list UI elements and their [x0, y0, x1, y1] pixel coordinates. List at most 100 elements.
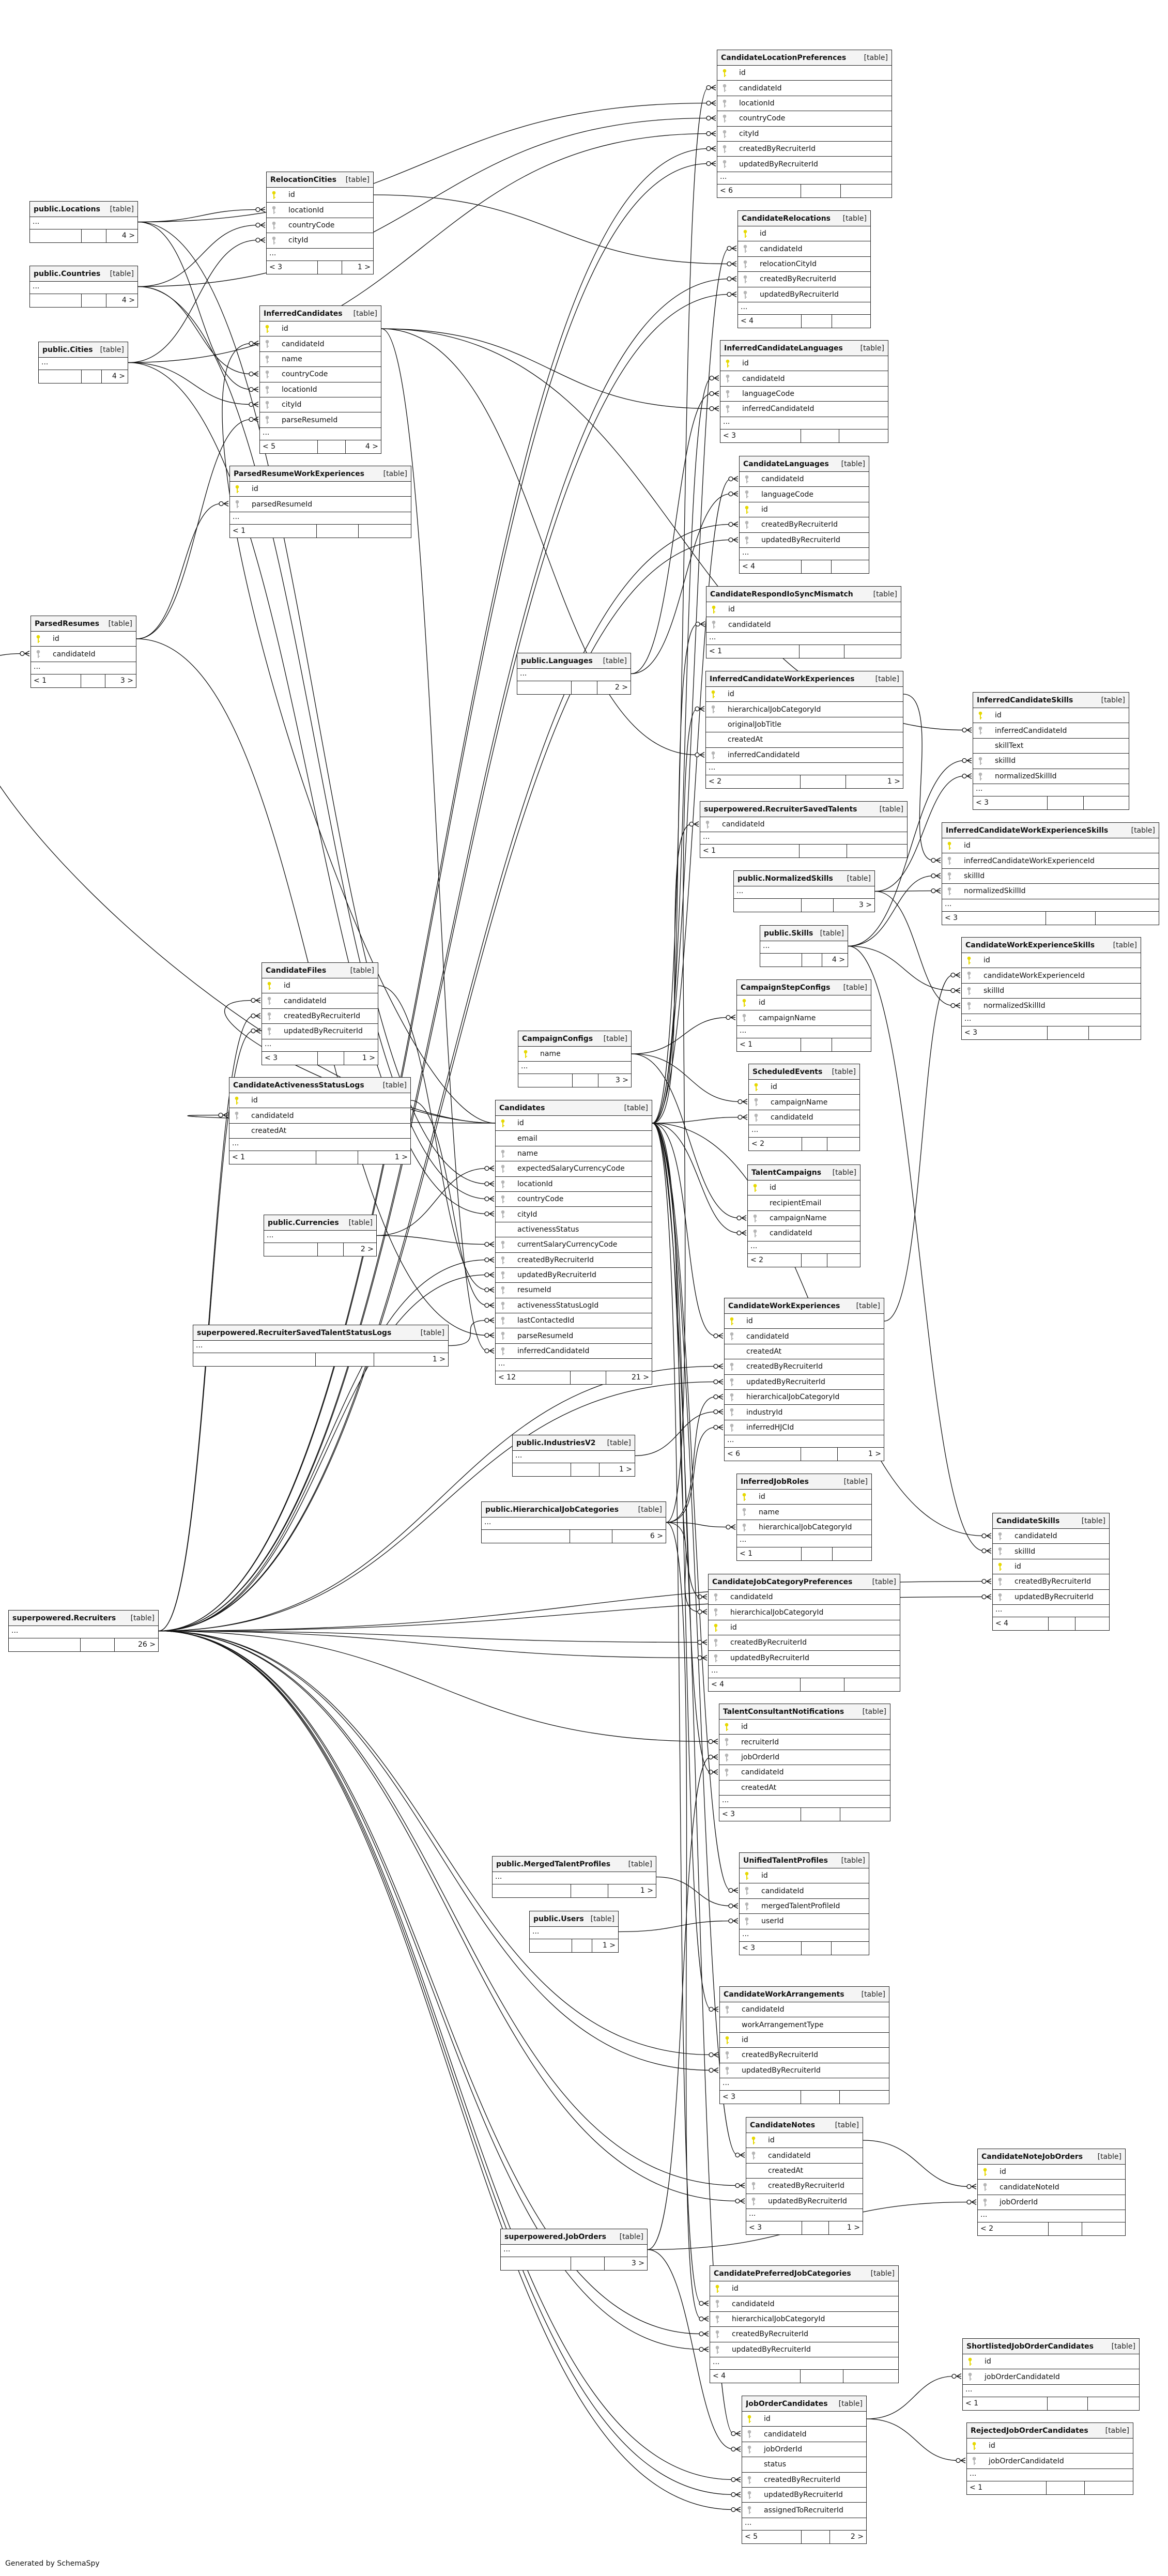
column-row[interactable]: id [737, 995, 871, 1011]
table-name[interactable]: public.Countries [34, 269, 101, 278]
column-row[interactable]: countryCode [260, 367, 381, 382]
column-row[interactable]: id [719, 1720, 890, 1735]
children-count[interactable] [1075, 1617, 1109, 1630]
parents-count[interactable]: < 6 [717, 184, 801, 197]
column-row[interactable]: jobOrderId [742, 2442, 866, 2458]
children-count[interactable]: 21 > [631, 1373, 649, 1382]
column-row[interactable]: cityId [260, 397, 381, 413]
children-count[interactable]: 1 > [887, 777, 900, 786]
column-row[interactable]: id [706, 602, 901, 618]
table-header[interactable]: InferredCandidateLanguages[table] [720, 341, 888, 356]
parents-count[interactable] [193, 1353, 316, 1366]
table-header[interactable]: CandidateWorkExperiences[table] [725, 1298, 884, 1314]
column-row[interactable]: candidateId [738, 241, 870, 257]
more-columns-ellipsis[interactable]: ... [482, 1517, 666, 1530]
column-row[interactable]: createdAt [725, 1344, 884, 1360]
column-row[interactable]: resumeId [496, 1283, 652, 1298]
children-count[interactable]: 1 > [847, 2223, 860, 2232]
table-name[interactable]: CandidatePreferredJobCategories [714, 2269, 851, 2278]
children-count[interactable]: 26 > [137, 1640, 156, 1649]
column-row[interactable]: id [746, 2133, 863, 2149]
parents-count[interactable]: < 3 [962, 1026, 1048, 1039]
column-row[interactable]: parseResumeId [260, 412, 381, 428]
parents-count[interactable] [530, 1939, 573, 1952]
more-columns-ellipsis[interactable]: ... [737, 1535, 871, 1548]
column-row[interactable]: candidateId [700, 817, 907, 833]
parents-count[interactable]: < 3 [973, 796, 1048, 809]
parents-count[interactable]: < 1 [31, 674, 82, 687]
more-columns-ellipsis[interactable]: ... [530, 1927, 618, 1939]
column-row[interactable]: id [706, 687, 903, 702]
parents-count[interactable]: < 3 [262, 1051, 318, 1065]
table-header[interactable]: public.MergedTalentProfiles[table] [493, 1857, 656, 1872]
column-row[interactable]: createdByRecruiterId [725, 1359, 884, 1375]
more-columns-ellipsis[interactable]: ... [30, 217, 137, 229]
column-row[interactable]: updatedByRecruiterId [720, 2063, 889, 2078]
children-count[interactable]: 4 > [365, 442, 378, 451]
column-row[interactable]: cityId [267, 233, 373, 249]
column-row[interactable]: candidateId [749, 1110, 859, 1126]
more-columns-ellipsis[interactable]: ... [973, 784, 1129, 796]
column-row[interactable]: relocationCityId [738, 257, 870, 272]
column-row[interactable]: name [737, 1505, 871, 1520]
parents-count[interactable]: < 3 [720, 2090, 801, 2104]
parents-count[interactable] [517, 681, 572, 694]
column-row[interactable]: id [229, 1093, 410, 1109]
more-columns-ellipsis[interactable]: ... [993, 1605, 1109, 1617]
table-name[interactable]: superpowered.JobOrders [504, 2232, 606, 2241]
column-row[interactable]: id [748, 1180, 860, 1196]
children-count[interactable]: 1 > [362, 1053, 375, 1062]
column-row[interactable]: inferredCandidateId [973, 723, 1129, 739]
table-name[interactable]: InferredJobRoles [741, 1477, 809, 1486]
table-header[interactable]: TalentConsultantNotifications[table] [719, 1704, 890, 1720]
parents-count[interactable] [30, 229, 82, 242]
column-row[interactable]: createdByRecruiterId [717, 142, 892, 157]
parents-count[interactable]: < 2 [748, 1253, 802, 1267]
table-header[interactable]: CandidateLocationPreferences[table] [717, 50, 892, 66]
children-count[interactable]: 4 > [832, 956, 845, 964]
table-public-normalized-skills[interactable]: public.NormalizedSkills[table]...3 > [733, 870, 875, 912]
table-public-merged-talent-profiles[interactable]: public.MergedTalentProfiles[table]...1 > [492, 1856, 656, 1898]
more-columns-ellipsis[interactable]: ... [760, 941, 848, 954]
column-row[interactable]: name [496, 1146, 652, 1162]
column-row[interactable]: id [738, 226, 870, 242]
table-public-skills[interactable]: public.Skills[table]...4 > [760, 925, 848, 967]
children-count[interactable]: 2 > [850, 2532, 864, 2541]
table-header[interactable]: CandidateRelocations[table] [738, 211, 870, 226]
children-count[interactable] [840, 1808, 890, 1821]
more-columns-ellipsis[interactable]: ... [262, 1039, 378, 1052]
children-count[interactable]: 1 > [394, 1153, 408, 1162]
more-columns-ellipsis[interactable]: ... [493, 1872, 656, 1884]
column-row[interactable]: createdAt [746, 2164, 863, 2179]
column-row[interactable]: id [31, 632, 136, 647]
table-header[interactable]: CampaignStepConfigs[table] [737, 980, 871, 995]
column-row[interactable]: hierarchicalJobCategoryId [709, 1605, 900, 1620]
parents-count[interactable]: < 5 [260, 440, 318, 453]
table-name[interactable]: UnifiedTalentProfiles [743, 1856, 828, 1865]
table-name[interactable]: superpowered.Recruiters [12, 1614, 116, 1622]
parents-count[interactable]: < 3 [719, 1807, 802, 1821]
table-name[interactable]: ParsedResumes [35, 619, 100, 628]
table-header[interactable]: CandidateRespondIoSyncMismatch[table] [706, 587, 901, 602]
column-row[interactable]: inferredCandidateId [496, 1344, 652, 1359]
column-row[interactable]: updatedByRecruiterId [709, 1651, 900, 1666]
table-candidate-work-arrangements[interactable]: CandidateWorkArrangements[table]candidat… [719, 1986, 889, 2104]
table-superpowered-recruiters[interactable]: superpowered.Recruiters[table]...26 > [8, 1610, 159, 1652]
table-inferred-candidate-work-experience-skills[interactable]: InferredCandidateWorkExperienceSkills[ta… [942, 822, 1159, 925]
column-row[interactable]: candidateId [725, 1329, 884, 1344]
column-row[interactable]: activenessStatus [496, 1222, 652, 1238]
parents-count[interactable]: < 1 [737, 1547, 802, 1561]
more-columns-ellipsis[interactable]: ... [749, 1125, 859, 1138]
column-row[interactable]: id [963, 2354, 1139, 2370]
table-header[interactable]: superpowered.RecruiterSavedTalents[table… [700, 802, 907, 817]
column-row[interactable]: expectedSalaryCurrencyCode [496, 1161, 652, 1177]
column-row[interactable]: countryCode [717, 111, 892, 127]
table-name[interactable]: public.Locations [34, 205, 100, 213]
more-columns-ellipsis[interactable]: ... [496, 1359, 652, 1372]
parents-count[interactable] [760, 954, 803, 967]
table-name[interactable]: CandidateSkills [996, 1516, 1060, 1525]
